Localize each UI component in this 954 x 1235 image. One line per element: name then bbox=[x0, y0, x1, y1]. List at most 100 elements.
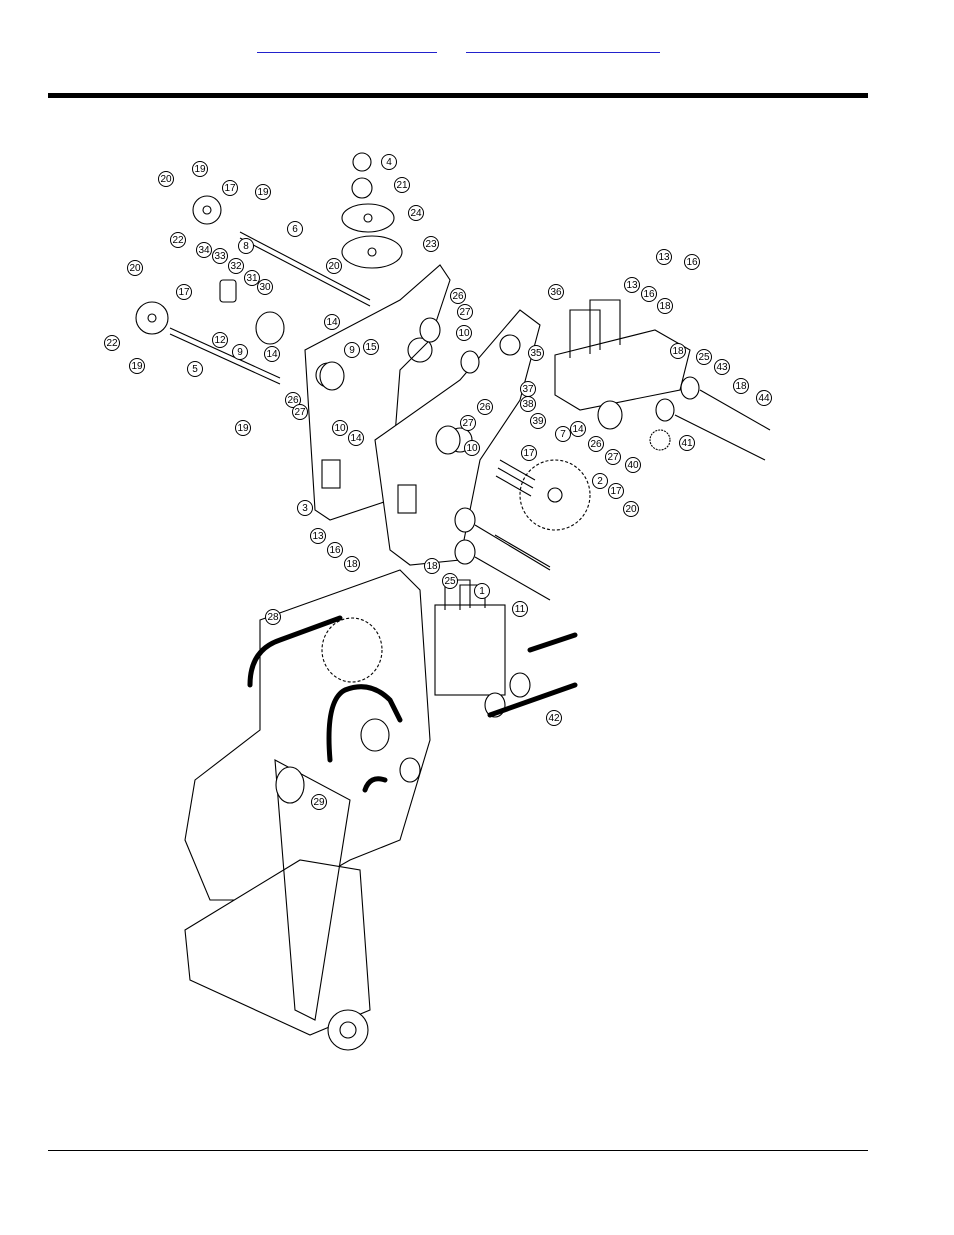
belt-28 bbox=[247, 615, 343, 688]
callout-number: 27 bbox=[459, 307, 471, 318]
callout-7: 7 bbox=[555, 426, 571, 442]
callout-24: 24 bbox=[408, 205, 424, 221]
header-link-right[interactable] bbox=[466, 36, 660, 53]
callout-16: 16 bbox=[327, 542, 343, 558]
callout-40: 40 bbox=[625, 457, 641, 473]
callout-number: 19 bbox=[194, 164, 206, 175]
upper-assembly bbox=[135, 152, 771, 601]
callout-balloon bbox=[424, 558, 440, 574]
callout-balloon bbox=[555, 426, 571, 442]
callout-balloon bbox=[287, 221, 303, 237]
callout-balloon bbox=[222, 180, 238, 196]
callout-15: 15 bbox=[363, 339, 379, 355]
callout-balloon bbox=[127, 260, 143, 276]
callout-42: 42 bbox=[546, 710, 562, 726]
callout-number: 6 bbox=[292, 224, 298, 235]
callout-balloon bbox=[512, 601, 528, 617]
callout-number: 14 bbox=[572, 424, 584, 435]
callout-balloon bbox=[264, 346, 280, 362]
callout-number: 1 bbox=[479, 586, 485, 597]
callout-17: 17 bbox=[176, 284, 192, 300]
callout-number: 24 bbox=[410, 208, 422, 219]
callout-26: 26 bbox=[588, 436, 604, 452]
callout-balloon bbox=[348, 430, 364, 446]
callout-balloon bbox=[756, 390, 772, 406]
callout-balloon bbox=[212, 248, 228, 264]
callout-balloon bbox=[326, 258, 342, 274]
callout-number: 14 bbox=[326, 317, 338, 328]
callout-31: 31 bbox=[244, 270, 260, 286]
callout-21: 21 bbox=[394, 177, 410, 193]
callout-28: 28 bbox=[265, 609, 281, 625]
callout-balloon bbox=[546, 710, 562, 726]
callout-29: 29 bbox=[311, 794, 327, 810]
callout-number: 14 bbox=[350, 433, 362, 444]
bearing-flange-left bbox=[255, 311, 285, 345]
callout-8: 8 bbox=[238, 238, 254, 254]
callout-18: 18 bbox=[657, 298, 673, 314]
callout-number: 34 bbox=[198, 245, 210, 256]
callout-number: 32 bbox=[230, 261, 242, 272]
sprocket-small-2 bbox=[351, 177, 373, 199]
callout-balloon bbox=[588, 436, 604, 452]
callout-balloon bbox=[257, 279, 273, 295]
callout-27: 27 bbox=[605, 449, 621, 465]
callout-balloon bbox=[363, 339, 379, 355]
callout-balloon bbox=[292, 404, 308, 420]
callout-35: 35 bbox=[528, 345, 544, 361]
callout-number: 16 bbox=[329, 545, 341, 556]
callout-number: 26 bbox=[452, 291, 464, 302]
callout-number: 20 bbox=[129, 263, 141, 274]
callout-number: 36 bbox=[550, 287, 562, 298]
bracket-lower bbox=[434, 604, 506, 696]
callout-number: 19 bbox=[257, 187, 269, 198]
callout-number: 17 bbox=[224, 183, 236, 194]
callout-16: 16 bbox=[641, 286, 657, 302]
header-link-left[interactable] bbox=[257, 36, 437, 53]
callout-19: 19 bbox=[192, 161, 208, 177]
callout-10: 10 bbox=[332, 420, 348, 436]
callout-balloon bbox=[625, 457, 641, 473]
bracket-36 bbox=[554, 329, 691, 411]
callout-balloon bbox=[104, 335, 120, 351]
callout-balloon bbox=[238, 238, 254, 254]
callout-balloon bbox=[297, 500, 313, 516]
callout-balloon bbox=[158, 171, 174, 187]
callout-number: 2 bbox=[597, 476, 603, 487]
callout-balloon bbox=[520, 396, 536, 412]
callout-2: 2 bbox=[592, 473, 608, 489]
callout-balloon bbox=[423, 236, 439, 252]
callout-balloon bbox=[255, 184, 271, 200]
callout-20: 20 bbox=[326, 258, 342, 274]
callout-balloon bbox=[311, 794, 327, 810]
callout-number: 18 bbox=[346, 559, 358, 570]
callout-number: 38 bbox=[522, 399, 534, 410]
callout-number: 18 bbox=[426, 561, 438, 572]
callout-balloon bbox=[232, 344, 248, 360]
callout-balloon bbox=[623, 501, 639, 517]
callout-balloon bbox=[408, 205, 424, 221]
callout-41: 41 bbox=[679, 435, 695, 451]
callout-number: 9 bbox=[349, 345, 355, 356]
callout-number: 8 bbox=[243, 241, 249, 252]
callout-balloon bbox=[442, 573, 458, 589]
callout-19: 19 bbox=[255, 184, 271, 200]
callout-number: 9 bbox=[237, 347, 243, 358]
callout-number: 22 bbox=[172, 235, 184, 246]
main-housing bbox=[184, 569, 431, 901]
callout-34: 34 bbox=[196, 242, 212, 258]
callout-27: 27 bbox=[460, 415, 476, 431]
callout-balloon bbox=[324, 314, 340, 330]
callout-number: 39 bbox=[532, 416, 544, 427]
callout-balloon bbox=[530, 413, 546, 429]
callout-balloon bbox=[641, 286, 657, 302]
callout-30: 30 bbox=[257, 279, 273, 295]
callout-25: 25 bbox=[696, 349, 712, 365]
callout-6: 6 bbox=[287, 221, 303, 237]
sprocket-41 bbox=[649, 429, 671, 451]
callout-13: 13 bbox=[656, 249, 672, 265]
callout-balloon bbox=[129, 358, 145, 374]
callout-balloon bbox=[187, 361, 203, 377]
callout-27: 27 bbox=[292, 404, 308, 420]
u-bolts bbox=[569, 299, 621, 358]
